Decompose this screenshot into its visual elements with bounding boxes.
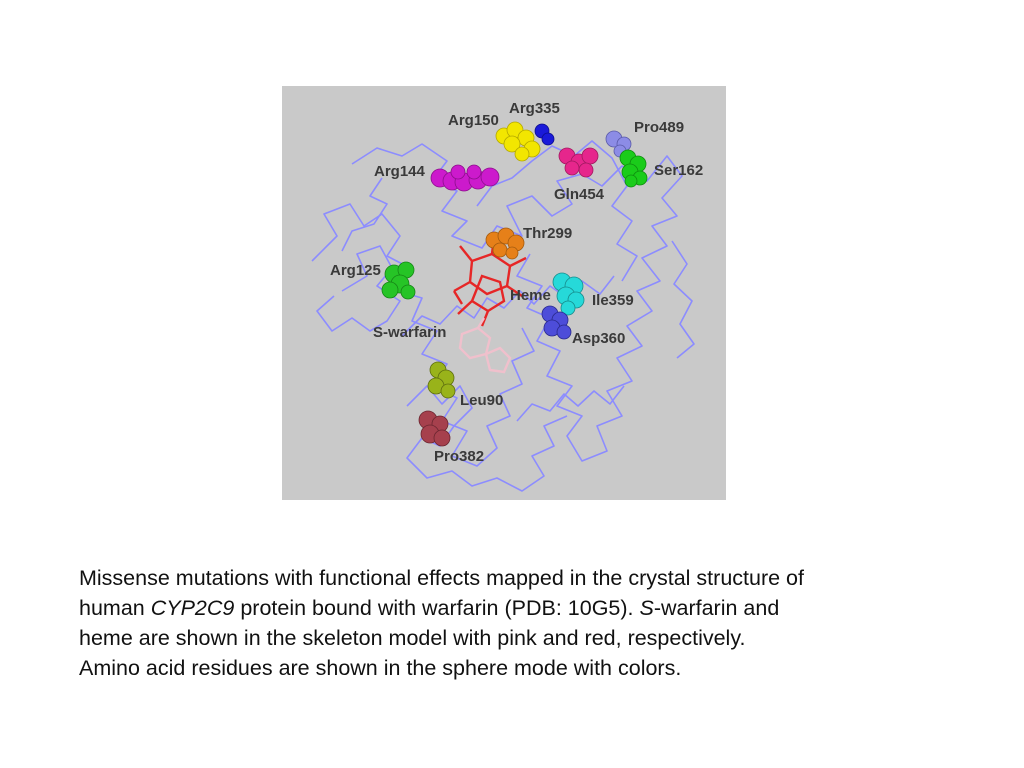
gene-name: CYP2C9 xyxy=(150,596,235,620)
residue-asp360-spheres xyxy=(541,305,572,340)
residue-arg125-spheres xyxy=(381,261,416,300)
label-heme: Heme xyxy=(510,287,551,304)
label-gln454: Gln454 xyxy=(554,186,605,203)
caption-line-4: Amino acid residues are shown in the sph… xyxy=(79,656,682,680)
residue-ile359-spheres xyxy=(552,272,585,316)
label-pro489: Pro489 xyxy=(634,119,684,136)
caption-line-3: heme are shown in the skeleton model wit… xyxy=(79,626,746,650)
label-pro382: Pro382 xyxy=(434,448,484,465)
label-ile359: Ile359 xyxy=(592,292,634,309)
residue-gln454-spheres xyxy=(558,147,599,178)
stereo-prefix: S xyxy=(639,596,654,620)
label-arg150: Arg150 xyxy=(448,112,499,129)
label-thr299: Thr299 xyxy=(523,225,572,242)
caption-line-2-middle: protein bound with warfarin (PDB: 10G5). xyxy=(234,596,640,620)
caption-line-1: Missense mutations with functional effec… xyxy=(79,566,804,590)
figure-background xyxy=(282,86,726,500)
caption-line-2-end: -warfarin and xyxy=(653,596,780,620)
warfarin-skeleton xyxy=(458,317,512,374)
caption-line-2-start: human xyxy=(79,596,151,620)
residue-leu90-spheres xyxy=(427,361,456,399)
figure-caption: Missense mutations with functional effec… xyxy=(79,563,959,683)
label-leu90: Leu90 xyxy=(460,392,503,409)
label-asp360: Asp360 xyxy=(572,330,625,347)
residue-arg150-spheres xyxy=(495,121,541,162)
label-arg125: Arg125 xyxy=(330,262,381,279)
protein-backbone xyxy=(311,140,695,492)
label-arg144: Arg144 xyxy=(374,163,426,180)
protein-structure-figure: Arg150 Arg335 Pro489 Arg144 Gln454 Ser16… xyxy=(282,86,726,500)
label-s-warfarin: S-warfarin xyxy=(373,324,446,341)
residue-arg335-spheres xyxy=(534,123,555,146)
residue-ser162-spheres xyxy=(619,149,648,188)
residue-arg144-spheres xyxy=(430,164,500,192)
residue-pro382-spheres xyxy=(418,410,451,447)
label-ser162: Ser162 xyxy=(654,162,703,179)
protein-structure-render: Arg150 Arg335 Pro489 Arg144 Gln454 Ser16… xyxy=(282,86,726,500)
caption-line-2: human CYP2C9 protein bound with warfarin… xyxy=(79,593,959,623)
label-arg335: Arg335 xyxy=(509,100,560,117)
residue-thr299-spheres xyxy=(485,227,525,260)
